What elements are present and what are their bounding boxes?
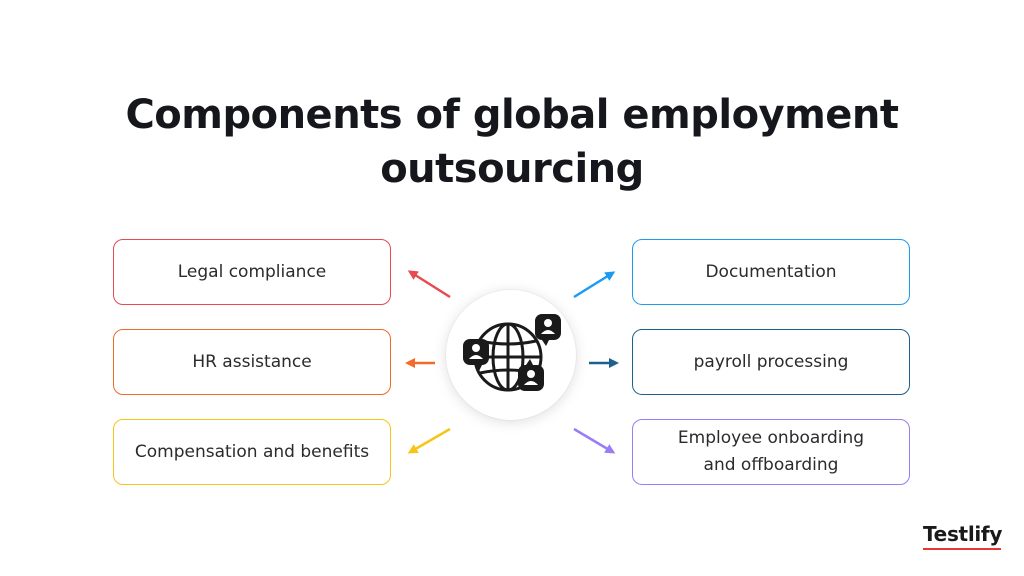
- component-label: payroll processing: [693, 351, 849, 372]
- component-compensation-benefits: Compensation and benefits: [113, 419, 391, 485]
- component-label: Compensation and benefits: [134, 441, 370, 462]
- arrow-onboarding: [573, 427, 616, 454]
- component-label: Employee onboarding and offboarding: [677, 428, 865, 475]
- arrow-doc: [573, 271, 616, 299]
- component-payroll-processing: payroll processing: [632, 329, 910, 395]
- component-onboarding-offboarding: Employee onboarding and offboarding: [632, 419, 910, 485]
- component-label: Legal compliance: [177, 261, 327, 282]
- component-label: Documentation: [705, 261, 837, 282]
- globe-with-people-icon: [463, 314, 561, 392]
- hub-circle: [446, 290, 576, 420]
- component-legal-compliance: Legal compliance: [113, 239, 391, 305]
- brand-underline: [923, 548, 1001, 550]
- component-hr-assistance: HR assistance: [113, 329, 391, 395]
- component-documentation: Documentation: [632, 239, 910, 305]
- arrow-comp: [407, 427, 451, 454]
- component-label: HR assistance: [192, 351, 312, 372]
- page-title: Components of global employment outsourc…: [125, 92, 899, 192]
- brand-logo: Testlify: [923, 522, 1003, 546]
- arrow-legal: [407, 270, 451, 299]
